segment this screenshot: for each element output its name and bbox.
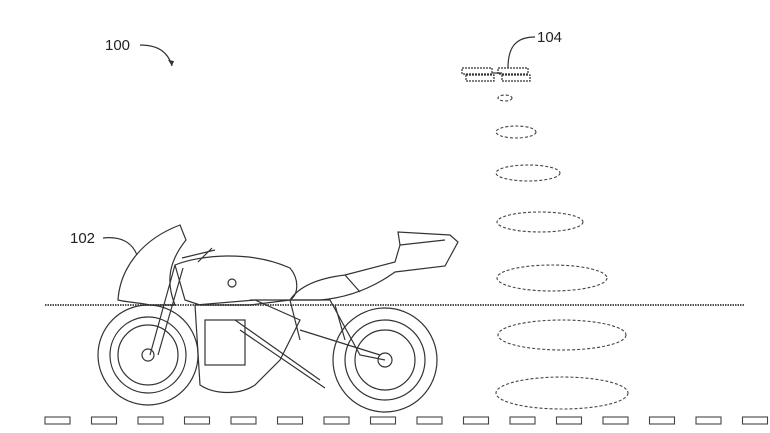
motorcycle (97, 224, 459, 413)
road-lane-markings (44, 416, 769, 425)
lane-dash (369, 416, 397, 425)
label-100: 100 (105, 37, 130, 54)
signal-ring (495, 164, 561, 182)
rear-wheel (332, 307, 438, 413)
lane-dash (276, 416, 304, 425)
arrow-head-100 (168, 60, 174, 66)
lane-dash (323, 416, 350, 425)
signal-ring (495, 376, 629, 410)
lane-dash (90, 416, 118, 425)
lane-dash (230, 416, 257, 425)
leader-100 (139, 44, 173, 67)
lane-dash (183, 416, 211, 425)
lane-dash (462, 416, 490, 425)
lane-dash (602, 416, 629, 425)
signal-ring (497, 94, 513, 102)
front-wheel (97, 304, 199, 406)
leader-104 (507, 36, 536, 69)
lane-dash (44, 416, 71, 425)
lane-dash (137, 416, 164, 425)
lane-dash (741, 416, 769, 425)
label-104: 104 (537, 29, 562, 46)
lane-dash (509, 416, 536, 425)
signal-ring (496, 264, 608, 292)
signal-ring (497, 319, 627, 351)
lane-dash (648, 416, 676, 425)
lane-dash (695, 416, 722, 425)
signal-beam (495, 94, 629, 410)
label-102: 102 (70, 230, 95, 247)
aerial-unit-drone (461, 67, 531, 82)
signal-ring (496, 211, 584, 233)
signal-ring (495, 125, 537, 139)
lane-dash (416, 416, 443, 425)
lane-dash (555, 416, 583, 425)
leader-102 (102, 237, 138, 256)
